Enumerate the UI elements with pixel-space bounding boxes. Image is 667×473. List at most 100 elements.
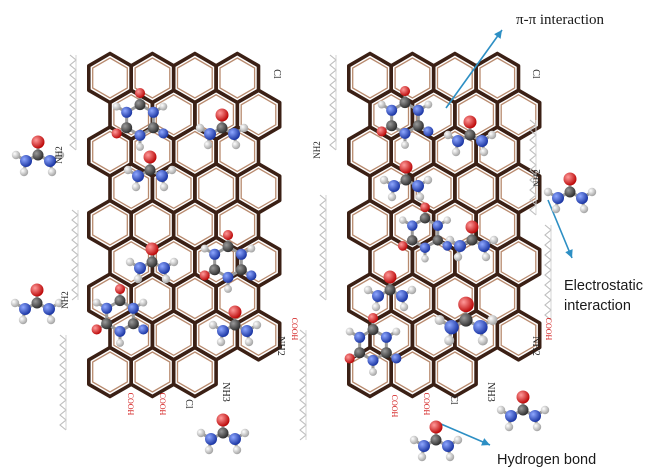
- atom: [458, 296, 474, 313]
- atom: [419, 213, 431, 224]
- chem-label: NH2: [530, 336, 541, 355]
- atom: [399, 302, 409, 312]
- atom: [434, 314, 445, 326]
- atom: [232, 445, 242, 455]
- hexagon-inner-ring: [155, 167, 192, 210]
- atom: [31, 297, 43, 309]
- hexagon-inner-ring: [458, 94, 495, 136]
- atom: [543, 187, 553, 197]
- atom: [222, 271, 234, 283]
- atom: [399, 97, 411, 109]
- hexagon-inner-ring: [113, 314, 150, 357]
- hydrogen-bond-label: Hydrogen bond: [497, 452, 597, 468]
- hexagon-inner-ring: [479, 277, 516, 320]
- hexagon-inner-ring: [92, 351, 128, 393]
- atom: [114, 295, 126, 307]
- atom: [161, 274, 171, 284]
- atom: [504, 422, 514, 432]
- atom: [134, 262, 146, 274]
- atom: [32, 149, 44, 161]
- atom: [399, 127, 411, 139]
- atom: [380, 331, 392, 343]
- pi-pi-interaction-label: π-π interaction: [516, 12, 605, 28]
- alkyl-chain: [71, 209, 79, 301]
- atom: [417, 452, 427, 462]
- atom: [204, 128, 216, 140]
- chem-label: NH2: [60, 291, 70, 309]
- alkyl-chain: [299, 329, 307, 441]
- hexagon-inner-ring: [458, 167, 495, 210]
- hexagon-inner-ring: [92, 204, 128, 246]
- atom: [415, 192, 425, 202]
- atom: [158, 262, 170, 274]
- atom: [203, 140, 213, 150]
- chem-label: COOH: [158, 393, 167, 416]
- atom: [379, 175, 389, 185]
- atom: [345, 327, 354, 336]
- atom: [44, 155, 56, 167]
- chem-label: Cl: [183, 399, 194, 409]
- atom: [400, 174, 412, 186]
- hexagon-inner-ring: [458, 314, 495, 357]
- atom: [419, 242, 431, 253]
- atom: [529, 410, 541, 422]
- atom: [217, 427, 229, 439]
- atom: [432, 235, 443, 246]
- hexagon-inner-ring: [436, 57, 473, 99]
- atom: [111, 128, 122, 139]
- atom: [114, 283, 126, 295]
- atom: [396, 290, 408, 302]
- atom: [132, 170, 144, 182]
- hexagon-inner-ring: [176, 57, 213, 99]
- atom: [505, 410, 517, 422]
- atom: [216, 337, 226, 347]
- atom: [587, 187, 597, 197]
- atom: [167, 165, 177, 175]
- callout-arrow-line: [445, 29, 503, 109]
- alkyl-chain: [329, 54, 337, 151]
- callout-arrowhead: [481, 438, 490, 446]
- atom: [217, 325, 229, 337]
- atom: [344, 353, 355, 364]
- atom: [380, 347, 392, 359]
- hexagon-inner-ring: [415, 314, 452, 357]
- atom: [423, 175, 433, 185]
- atom: [576, 192, 588, 204]
- atom: [487, 314, 498, 326]
- atom: [18, 315, 28, 325]
- hexagon-inner-ring: [134, 57, 171, 99]
- hexagon-inner-ring: [500, 241, 537, 283]
- atom: [47, 167, 57, 177]
- atom: [121, 106, 133, 118]
- hexagon-ring: [129, 345, 176, 399]
- atom: [442, 440, 454, 452]
- atom: [136, 142, 144, 151]
- hexagon-inner-ring: [176, 277, 213, 320]
- alkyl-chain: [529, 119, 537, 216]
- atom: [134, 129, 146, 141]
- atom: [11, 150, 21, 160]
- atom: [222, 241, 234, 253]
- atom: [143, 150, 157, 164]
- atom: [224, 284, 232, 293]
- hexagon-inner-ring: [415, 241, 452, 283]
- atom: [442, 241, 453, 251]
- chem-label: Cl: [530, 69, 541, 79]
- molecules: [10, 85, 597, 462]
- hexagon-ring: [495, 309, 542, 362]
- atom: [412, 104, 424, 116]
- hexagon-inner-ring: [198, 94, 235, 136]
- atom: [383, 270, 397, 284]
- hexagon-inner-ring: [176, 351, 213, 393]
- hexagon-inner-ring: [500, 167, 537, 210]
- chem-label: NH2: [532, 169, 542, 187]
- atom: [407, 285, 417, 295]
- atom: [371, 302, 381, 312]
- chem-label: COOH: [422, 393, 431, 416]
- atom: [407, 235, 418, 246]
- atom: [386, 104, 398, 116]
- atom: [101, 302, 113, 314]
- hexagon-inner-ring: [436, 351, 473, 393]
- atom: [101, 318, 113, 330]
- atom: [464, 129, 476, 141]
